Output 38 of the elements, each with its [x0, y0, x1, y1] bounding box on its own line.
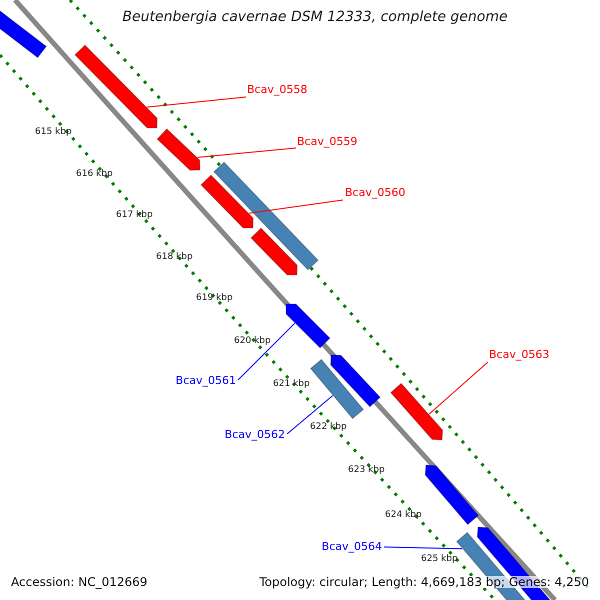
scale-label: 622 kbp [310, 423, 347, 432]
leader-line [248, 200, 344, 214]
gene-segment [250, 227, 298, 276]
leader-line [428, 362, 488, 415]
scale-label: 625 kbp [421, 555, 458, 564]
leader-line [238, 322, 296, 380]
leader-line [286, 395, 334, 434]
gene-segment [424, 464, 479, 526]
gene-segment [390, 382, 444, 441]
gene-label: Bcav_0563 [489, 349, 550, 360]
gene-segment [156, 128, 201, 171]
gene-label: Bcav_0560 [345, 187, 406, 198]
title: Beutenbergia cavernae DSM 12333, complete genome [121, 10, 509, 24]
gene-segment [286, 304, 331, 349]
gene-bar [0, 10, 47, 58]
leader-line [197, 148, 296, 158]
genome-info-text: Topology: circular; Length: 4,669,183 bp; Genes: 4,250 [257, 576, 591, 588]
gene-segment [200, 174, 254, 228]
scale-label: 621 kbp [273, 380, 310, 389]
scale-label: 623 kbp [348, 466, 385, 475]
gene-segment [330, 354, 381, 408]
gene-label: Bcav_0561 [176, 375, 236, 386]
leader-line [384, 546, 463, 550]
gene-label: Bcav_0564 [322, 541, 382, 552]
gene-bar [310, 358, 364, 420]
scale-label: 617 kbp [116, 211, 153, 220]
scale-label: 620 kbp [234, 337, 271, 346]
leader-line [146, 96, 246, 108]
gene-label: Bcav_0562 [224, 429, 285, 440]
gene-bar [213, 162, 319, 270]
accession-text: Accession: NC_012669 [9, 576, 150, 588]
scale-label: 616 kbp [76, 170, 113, 179]
scale-label: 618 kbp [156, 253, 193, 262]
gene-label: Bcav_0559 [297, 136, 358, 147]
gene-segment [74, 44, 158, 128]
scale-label: 619 kbp [196, 294, 233, 303]
gene-label: Bcav_0558 [247, 84, 308, 95]
scale-label: 615 kbp [35, 128, 72, 137]
